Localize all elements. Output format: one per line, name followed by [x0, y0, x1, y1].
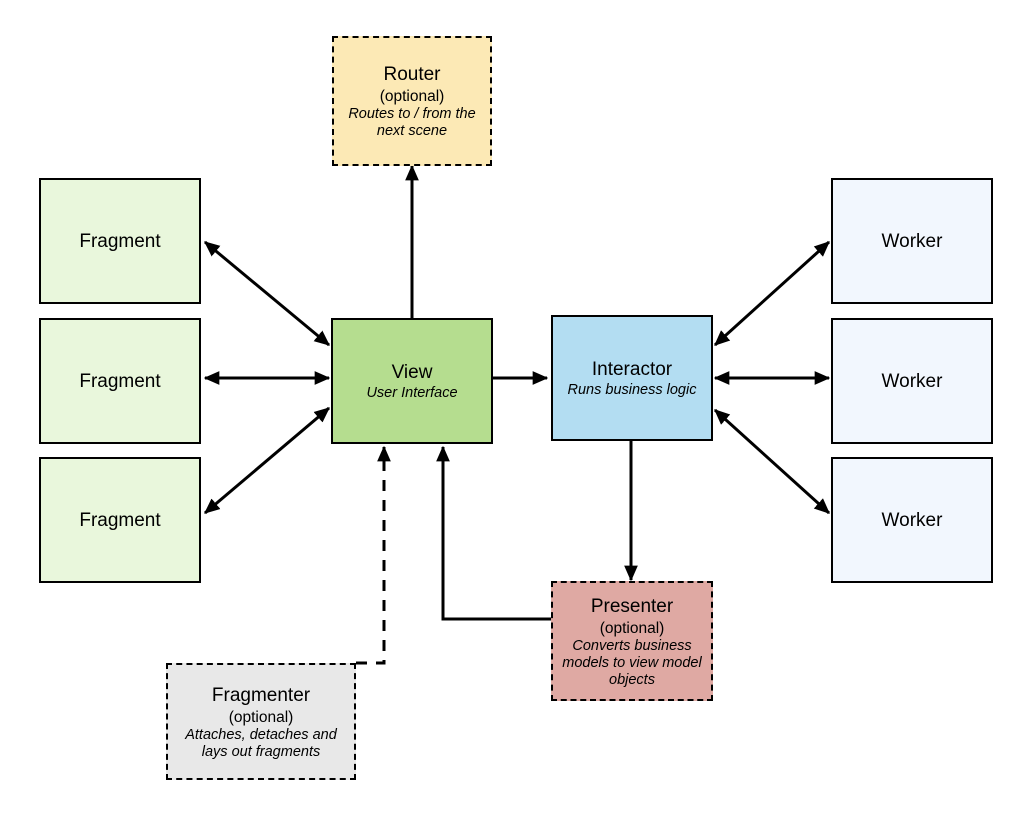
node-view[interactable]: View User Interface	[331, 318, 493, 444]
node-fragment-3-title: Fragment	[79, 509, 161, 531]
node-worker-2[interactable]: Worker	[831, 318, 993, 444]
node-interactor-title: Interactor	[591, 359, 673, 380]
node-interactor[interactable]: Interactor Runs business logic	[551, 315, 713, 441]
node-view-title: View	[391, 362, 433, 383]
node-fragmenter-description: Attaches, detaches and lays out fragment…	[185, 726, 337, 760]
node-worker-1[interactable]: Worker	[831, 178, 993, 304]
edge-interactor-worker-1	[713, 240, 831, 347]
node-fragment-1[interactable]: Fragment	[39, 178, 201, 304]
node-fragment-2[interactable]: Fragment	[39, 318, 201, 444]
node-router[interactable]: Router (optional) Routes to / from the n…	[332, 36, 492, 166]
node-view-description: User Interface	[366, 385, 458, 401]
node-router-title: Router	[383, 64, 441, 85]
node-router-subtitle: (optional)	[379, 88, 445, 105]
node-fragment-2-title: Fragment	[79, 370, 161, 392]
node-fragmenter-subtitle: (optional)	[228, 708, 294, 726]
node-router-description: Routes to / from the next scene	[348, 106, 476, 139]
node-fragmenter[interactable]: Fragmenter (optional) Attaches, detaches…	[166, 663, 356, 780]
edge-presenter-to-view	[436, 445, 552, 621]
edge-fragment-1-view	[204, 240, 330, 347]
node-presenter[interactable]: Presenter (optional) Converts business m…	[551, 581, 713, 701]
node-worker-1-title: Worker	[881, 230, 943, 252]
node-presenter-description: Converts business models to view model o…	[562, 637, 702, 688]
node-presenter-title: Presenter	[590, 595, 674, 617]
node-fragment-1-title: Fragment	[79, 230, 161, 252]
node-worker-3[interactable]: Worker	[831, 457, 993, 583]
node-fragment-3[interactable]: Fragment	[39, 457, 201, 583]
node-worker-3-title: Worker	[881, 509, 943, 531]
edge-fragmenter-to-view	[356, 445, 391, 665]
node-fragmenter-title: Fragmenter	[211, 684, 311, 706]
node-interactor-description: Runs business logic	[567, 382, 697, 398]
edge-interactor-worker-3	[713, 408, 831, 515]
node-presenter-subtitle: (optional)	[599, 619, 665, 637]
node-worker-2-title: Worker	[881, 370, 943, 392]
edge-fragment-3-view	[204, 406, 330, 515]
